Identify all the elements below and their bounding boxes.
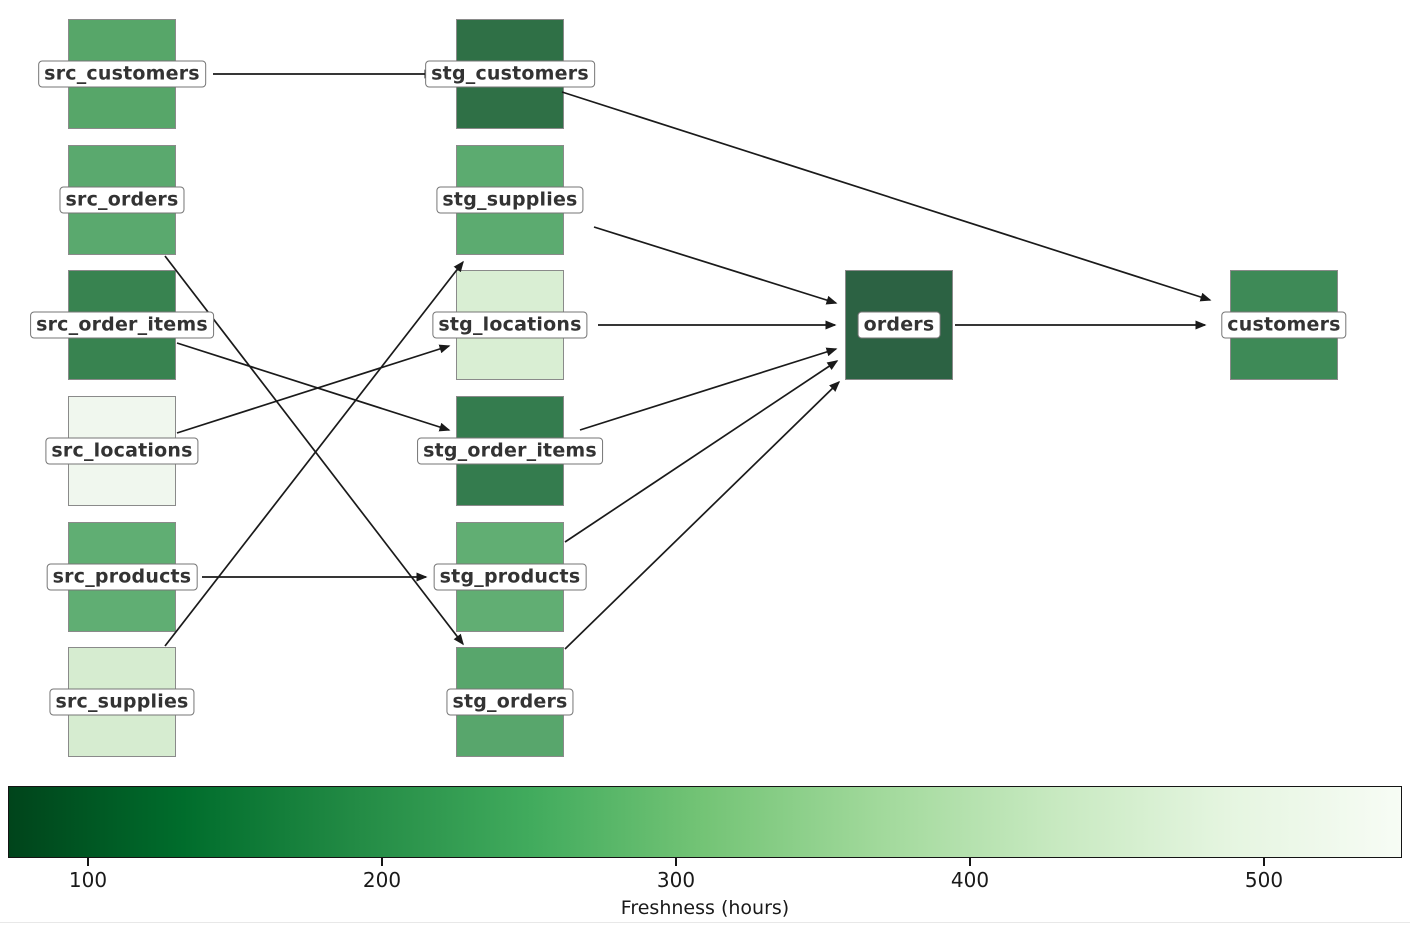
node-box-stg_products bbox=[456, 522, 564, 632]
edge-stg_orders-to-orders bbox=[564, 380, 841, 650]
colorbar-tick-label: 100 bbox=[68, 868, 108, 892]
edge-stg_order_items-to-orders bbox=[579, 347, 838, 431]
colorbar-tick bbox=[969, 858, 971, 866]
edge-src_supplies-to-stg_supplies bbox=[164, 260, 464, 647]
node-label-customers: customers bbox=[1221, 311, 1347, 339]
node-box-src_orders bbox=[68, 145, 176, 255]
edge-stg_customers-to-customers bbox=[561, 91, 1212, 302]
node-box-stg_supplies bbox=[456, 145, 564, 255]
colorbar-tick bbox=[1263, 858, 1265, 866]
colorbar-tick-label: 200 bbox=[362, 868, 402, 892]
node-label-stg_order_items: stg_order_items bbox=[417, 437, 603, 465]
node-label-src_locations: src_locations bbox=[45, 437, 199, 465]
node-label-src_orders: src_orders bbox=[59, 186, 185, 214]
edge-src_order_items-to-stg_order_items bbox=[176, 342, 451, 432]
colorbar-tick bbox=[381, 858, 383, 866]
node-box-src_products bbox=[68, 522, 176, 632]
node-box-src_customers bbox=[68, 19, 176, 129]
colorbar-tick-label: 400 bbox=[950, 868, 990, 892]
colorbar-tick-label: 300 bbox=[656, 868, 696, 892]
node-box-customers bbox=[1230, 270, 1338, 380]
node-label-src_supplies: src_supplies bbox=[49, 688, 195, 716]
colorbar-tick bbox=[675, 858, 677, 866]
node-label-src_customers: src_customers bbox=[38, 60, 206, 88]
node-label-stg_locations: stg_locations bbox=[432, 311, 588, 339]
colorbar-tick-label: 500 bbox=[1244, 868, 1284, 892]
node-box-stg_orders bbox=[456, 647, 564, 757]
node-label-stg_customers: stg_customers bbox=[425, 60, 595, 88]
node-box-orders bbox=[845, 270, 953, 380]
bottom-hairline bbox=[0, 922, 1410, 923]
node-box-src_supplies bbox=[68, 647, 176, 757]
freshness-colorbar bbox=[8, 786, 1402, 858]
node-label-src_order_items: src_order_items bbox=[30, 311, 214, 339]
node-box-stg_locations bbox=[456, 270, 564, 380]
colorbar-tick bbox=[87, 858, 89, 866]
node-box-stg_customers bbox=[456, 19, 564, 129]
edge-src_orders-to-stg_orders bbox=[164, 255, 464, 646]
edge-stg_supplies-to-orders bbox=[593, 226, 838, 305]
node-label-stg_orders: stg_orders bbox=[446, 688, 574, 716]
node-label-stg_supplies: stg_supplies bbox=[436, 186, 584, 214]
edge-src_locations-to-stg_locations bbox=[176, 344, 451, 434]
node-label-src_products: src_products bbox=[46, 563, 198, 591]
edge-stg_products-to-orders bbox=[564, 360, 839, 543]
colorbar-axis-label: Freshness (hours) bbox=[620, 897, 790, 919]
node-box-stg_order_items bbox=[456, 396, 564, 506]
node-box-src_order_items bbox=[68, 270, 176, 380]
node-label-orders: orders bbox=[857, 311, 941, 339]
node-label-stg_products: stg_products bbox=[433, 563, 587, 591]
node-box-src_locations bbox=[68, 396, 176, 506]
